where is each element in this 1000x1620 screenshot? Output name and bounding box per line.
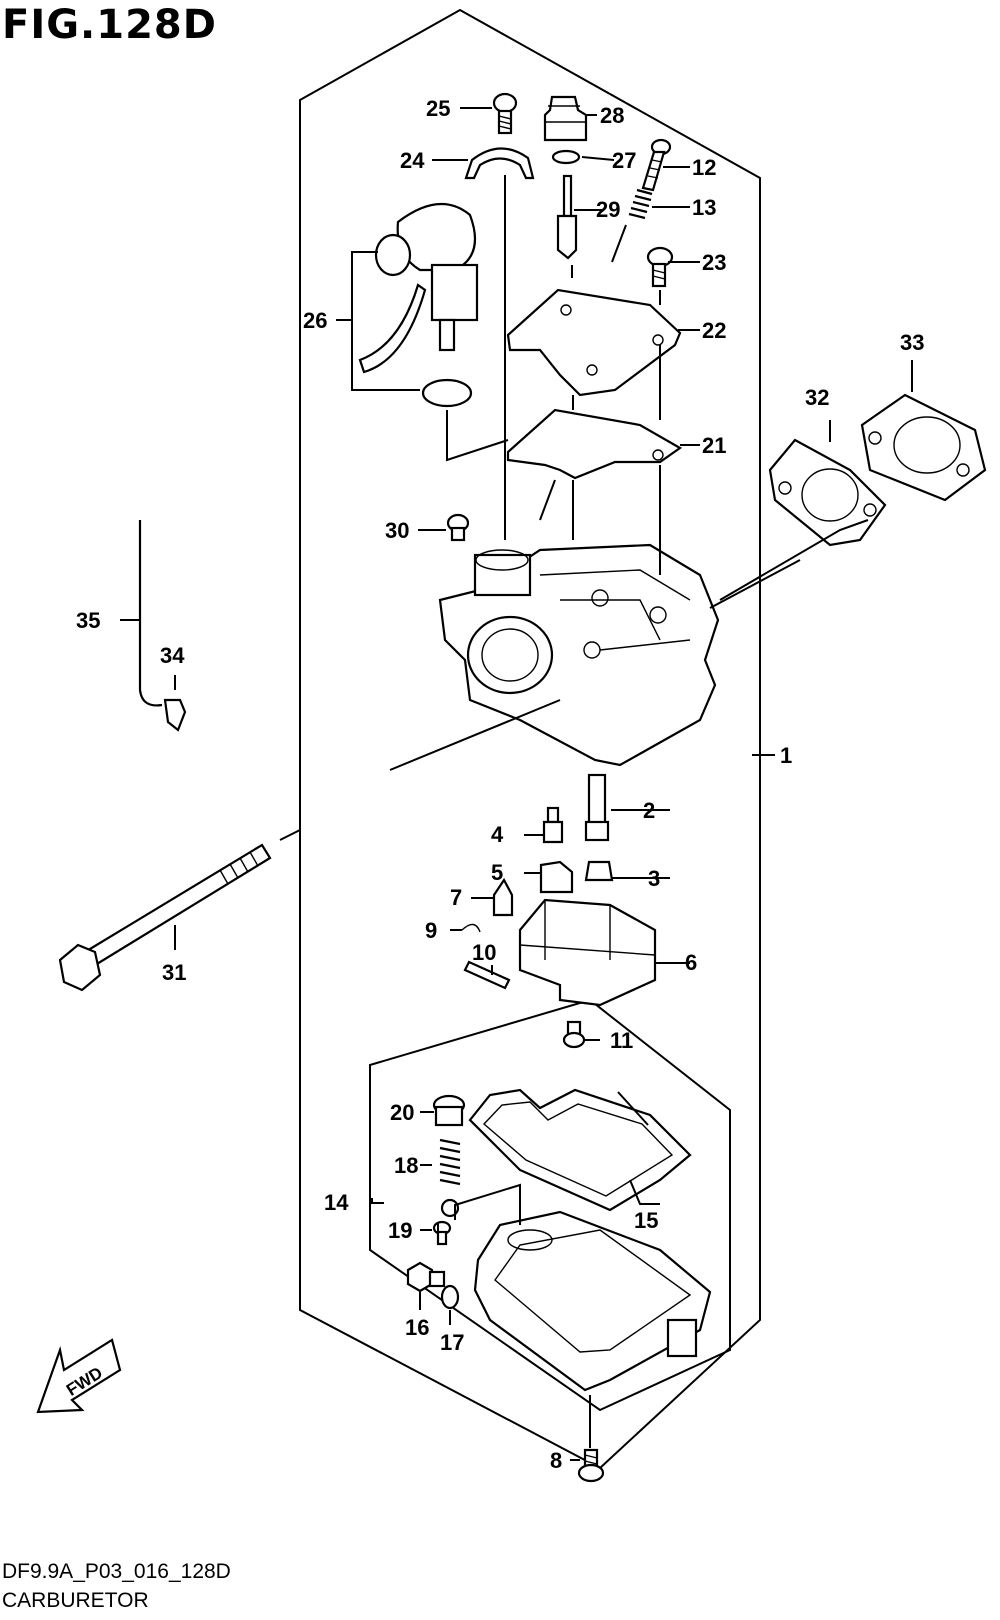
part-float-bowl-14 [473,1210,712,1392]
part-plug-20 [432,1094,466,1127]
part-carburetor-body-1 [438,543,720,767]
callout-25: 25 [426,96,450,121]
part-screw-30 [446,513,470,542]
callout-13: 13 [692,195,716,220]
callout-32: 32 [805,385,829,410]
part-screw-19 [432,1220,452,1246]
callout-29: 29 [596,197,620,222]
callout-14: 14 [324,1190,349,1215]
part-spring-13 [628,188,653,220]
part-bolt-31 [58,843,272,992]
part-clip-34 [163,698,187,732]
part-rod-35 [138,520,163,707]
callout-5: 5 [491,860,503,885]
part-cap-5 [539,860,574,894]
part-screw-11 [562,1020,586,1049]
part-valve-7 [492,877,514,917]
assembly-outline [299,8,761,1470]
callout-9: 9 [425,918,437,943]
part-spring-18 [439,1138,461,1186]
callout-24: 24 [400,148,425,173]
callout-15: 15 [634,1208,658,1233]
part-screw-23 [646,246,674,288]
part-jet-2 [584,773,610,842]
callout-33: 33 [900,330,924,355]
figure-title: FIG.128D [2,2,217,48]
callout-27: 27 [612,148,636,173]
callout-21: 21 [702,433,726,458]
callout-11: 11 [610,1028,633,1053]
part-pin-10 [463,960,511,990]
callout-16: 16 [405,1315,429,1340]
callout-26: 26 [303,308,327,333]
part-solenoid-26 [358,203,479,374]
part-washer-17 [440,1284,460,1310]
callout-12: 12 [692,155,716,180]
callout-35: 35 [76,608,100,633]
part-jet-3 [584,860,614,882]
part-gasket-15 [468,1088,692,1212]
part-jet-4 [542,806,564,844]
part-float-6 [518,898,657,1007]
part-ring-27 [551,149,581,165]
assembly-lines [279,175,869,1448]
diagram-caption: CARBURETOR [2,1589,149,1612]
part-cap-28 [543,95,588,142]
part-screw-16 [406,1261,446,1293]
callout-23: 23 [702,250,726,275]
fwd-arrow-icon: FWD [36,1338,122,1414]
callout-2: 2 [643,798,655,823]
part-screw-12 [641,138,672,192]
callout-18: 18 [394,1153,418,1178]
part-oring-26 [421,378,473,408]
callout-4: 4 [491,822,504,847]
callout-8: 8 [550,1448,562,1473]
part-insulator-33 [860,393,987,502]
part-needle-29 [556,174,578,260]
part-screw-25 [492,92,518,135]
callout-leaders [120,107,913,1461]
callout-30: 30 [385,518,409,543]
callout-20: 20 [390,1100,414,1125]
part-clip-9 [461,923,481,933]
callout-19: 19 [388,1218,412,1243]
part-screw-8 [577,1448,605,1483]
callout-3: 3 [648,866,660,891]
callout-labels: 1 2 3 4 5 6 7 8 9 10 11 12 13 14 15 16 1… [76,96,924,1473]
callout-34: 34 [160,643,185,668]
callout-1: 1 [780,743,792,768]
part-gasket-21 [506,408,683,480]
callout-10: 10 [472,940,496,965]
callout-22: 22 [702,318,726,343]
callout-7: 7 [450,885,462,910]
part-bracket-24 [464,147,535,180]
callout-6: 6 [685,950,697,975]
callout-28: 28 [600,103,624,128]
part-gasket-32 [768,438,887,547]
callout-31: 31 [162,960,186,985]
diagram-code: DF9.9A_P03_016_128D [2,1560,231,1583]
callout-17: 17 [440,1330,464,1355]
part-cover-22 [506,288,682,397]
